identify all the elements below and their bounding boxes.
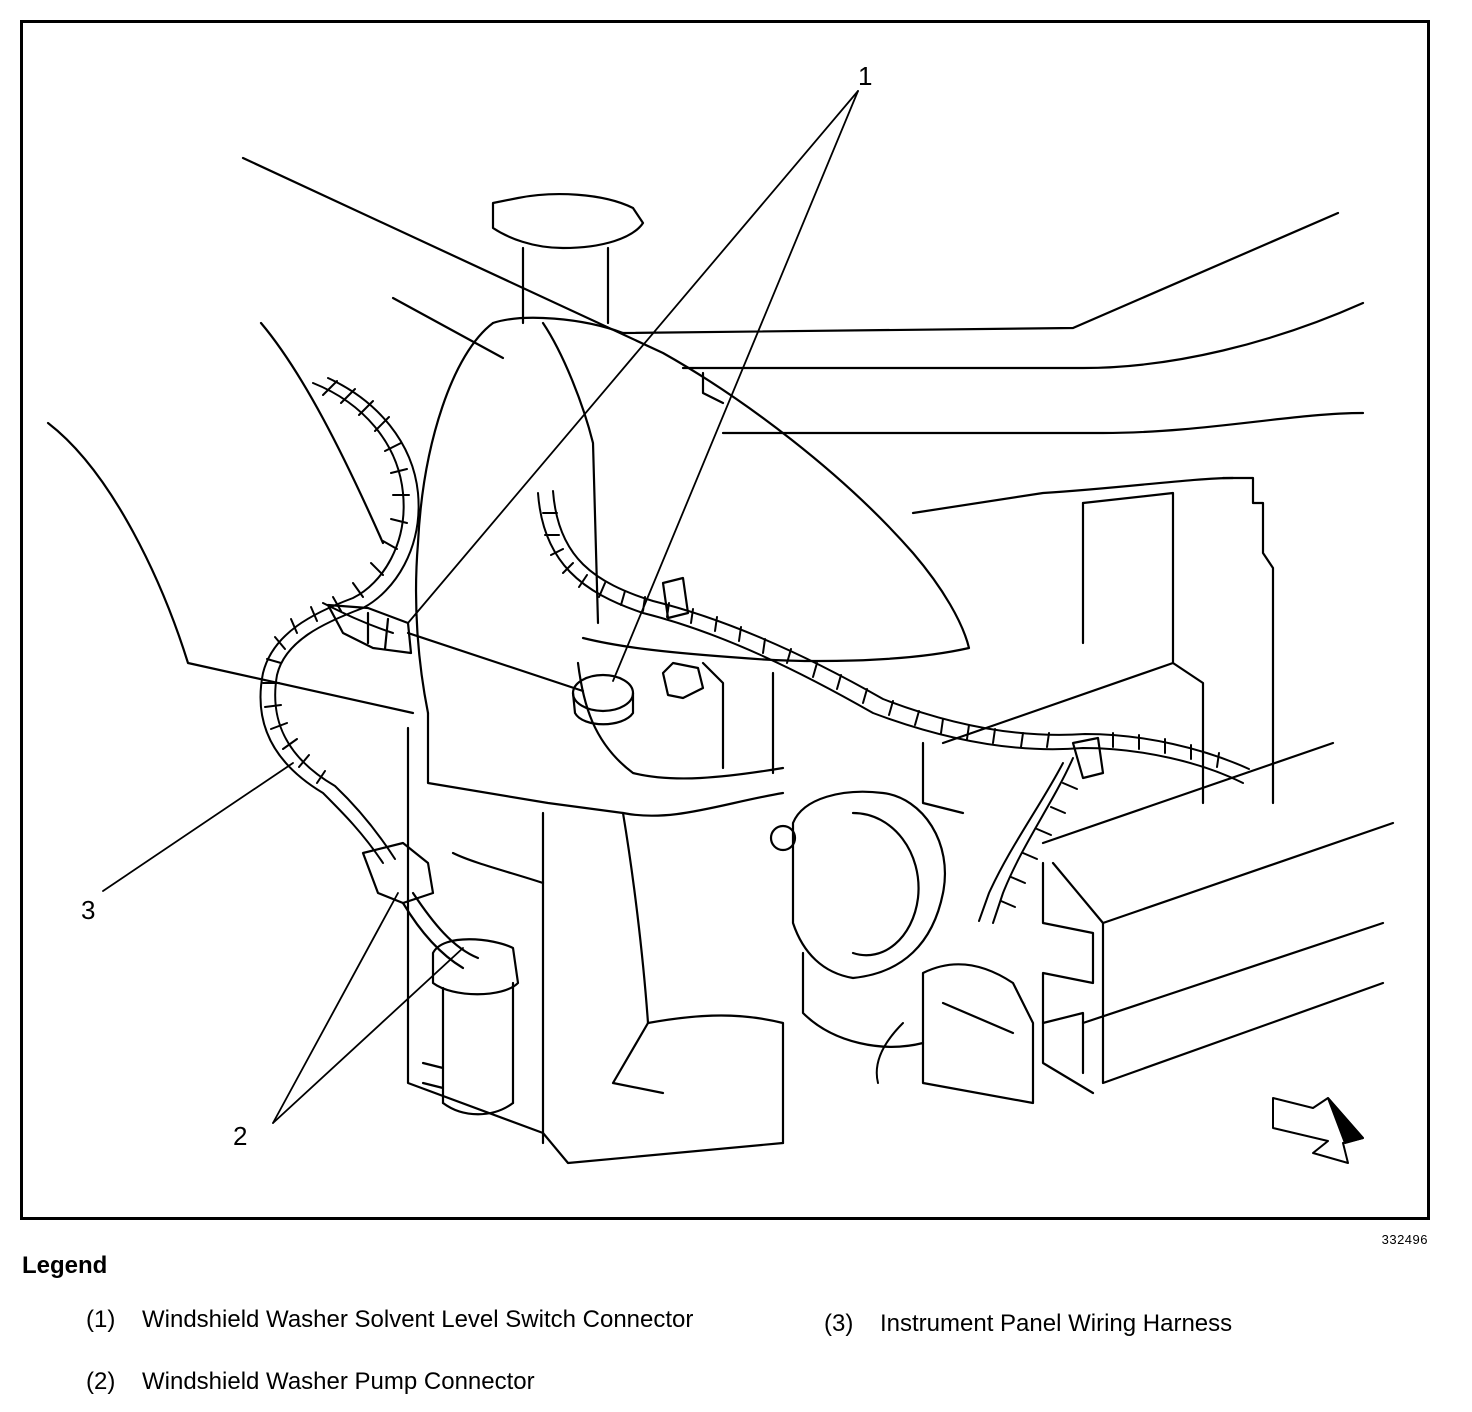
legend-title: Legend: [22, 1252, 108, 1279]
washer-pump: [421, 938, 520, 1116]
legend-item-number: (1): [86, 1306, 116, 1333]
instrument-panel-wiring-harness: [259, 377, 1250, 1084]
horn: [769, 790, 1035, 1105]
legend-item-number: (2): [86, 1368, 116, 1395]
forward-arrow-icon: [1272, 1097, 1364, 1164]
legend-item-label: Instrument Panel Wiring Harness: [880, 1310, 1233, 1337]
cowl-panel-lines: [621, 211, 1365, 515]
figure-id: 332496: [1381, 1232, 1428, 1247]
legend-item-label: Windshield Washer Pump Connector: [142, 1368, 535, 1395]
level-switch-connector: [326, 603, 585, 693]
washer-reservoir: [406, 321, 785, 1165]
radiator-support: [921, 476, 1275, 815]
legend-item-label: Windshield Washer Solvent Level Switch C…: [142, 1306, 694, 1333]
pump-connector: [361, 841, 480, 970]
legend-item: (2) Windshield Washer Pump Connector: [86, 1368, 726, 1395]
frame-rail: [1041, 741, 1395, 1095]
callout-1: 1: [858, 61, 872, 91]
callout-leaders: [102, 90, 859, 1124]
legend-item: (3) Instrument Panel Wiring Harness: [824, 1310, 1424, 1337]
callout-2: 2: [233, 1121, 247, 1151]
legend-item: (1) Windshield Washer Solvent Level Swit…: [86, 1306, 726, 1333]
reservoir-cap: [491, 193, 645, 335]
diagram-frame: 1 2 3: [20, 20, 1430, 1220]
legend-item-number: (3): [824, 1310, 854, 1337]
callout-3: 3: [81, 895, 95, 925]
level-switch-cap: [571, 661, 705, 726]
fender-outline: [46, 156, 971, 715]
engine-bay-illustration: 1 2 3: [46, 61, 1395, 1165]
harness-clip: [661, 576, 1105, 780]
